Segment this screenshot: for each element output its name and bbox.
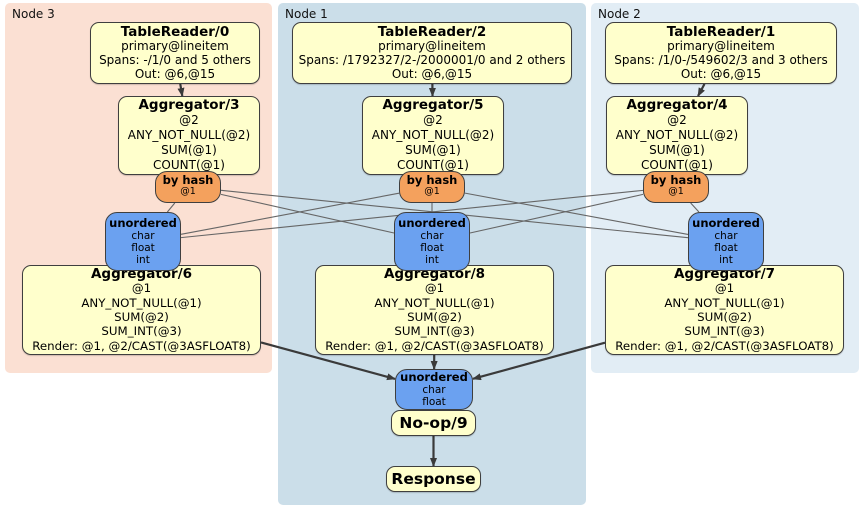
processor-detail: SUM(@1) — [649, 143, 705, 157]
processor-detail: SUM(@2) — [114, 310, 169, 324]
processor-detail: ANY_NOT_NULL(@1) — [81, 295, 202, 310]
processor-tablereader-1: TableReader/1 primary@lineitem Spans: /1… — [605, 22, 837, 84]
sync-unordered-node1: unordered char float int — [394, 212, 470, 271]
sync-column-type: float — [714, 242, 738, 254]
processor-detail: Out: @6,@15 — [391, 67, 473, 81]
sync-column-type: int — [425, 254, 439, 266]
processor-title: Response — [391, 469, 476, 488]
processor-detail: Spans: /1792327/2-/2000001/0 and 2 other… — [298, 53, 566, 67]
processor-detail: @1 — [131, 281, 152, 296]
region-node2-label: Node 2 — [598, 7, 641, 21]
router-by-hash-node3: by hash @1 — [155, 171, 221, 203]
processor-detail: ANY_NOT_NULL(@2) — [371, 128, 495, 142]
router-by-hash-node1: by hash @1 — [399, 171, 465, 203]
processor-title: TableReader/0 — [120, 24, 230, 40]
sync-column-type: char — [131, 230, 155, 242]
processor-detail: SUM(@1) — [405, 143, 461, 157]
processor-detail: primary@lineitem — [378, 39, 486, 53]
processor-tablereader-2: TableReader/2 primary@lineitem Spans: /1… — [292, 22, 572, 84]
processor-detail: @2 — [667, 113, 687, 127]
processor-detail: Spans: /1/0-/549602/3 and 3 others — [614, 53, 828, 67]
processor-aggregator-4: Aggregator/4 @2 ANY_NOT_NULL(@2) SUM(@1)… — [606, 96, 748, 175]
processor-detail: ANY_NOT_NULL(@1) — [664, 295, 785, 310]
processor-detail: SUM(@2) — [697, 310, 752, 324]
processor-detail: SUM(@1) — [161, 143, 217, 157]
processor-detail: COUNT(@1) — [641, 158, 713, 172]
processor-detail: @2 — [179, 113, 199, 127]
sync-column-type: float — [422, 396, 446, 408]
sync-column-type: char — [714, 230, 738, 242]
processor-noop-9: No-op/9 — [391, 410, 476, 436]
processor-detail: COUNT(@1) — [153, 158, 225, 172]
processor-response: Response — [386, 466, 481, 492]
processor-detail: @2 — [423, 113, 443, 127]
processor-detail: Render: @1, @2/CAST(@3ASFLOAT8) — [615, 338, 834, 353]
processor-aggregator-3: Aggregator/3 @2 ANY_NOT_NULL(@2) SUM(@1)… — [118, 96, 260, 175]
processor-detail: @1 — [714, 281, 735, 296]
processor-aggregator-7: Aggregator/7 @1 ANY_NOT_NULL(@1) SUM(@2)… — [605, 265, 844, 355]
processor-detail: Render: @1, @2/CAST(@3ASFLOAT8) — [32, 338, 251, 353]
sync-column-type: char — [422, 384, 446, 396]
processor-detail: primary@lineitem — [121, 39, 229, 53]
processor-aggregator-6: Aggregator/6 @1 ANY_NOT_NULL(@1) SUM(@2)… — [22, 265, 261, 355]
processor-detail: Spans: -/1/0 and 5 others — [99, 53, 251, 67]
sync-label: unordered — [109, 216, 177, 230]
sync-unordered-node2: unordered char float int — [688, 212, 764, 271]
sync-column-type: int — [136, 254, 150, 266]
router-key: @1 — [424, 186, 440, 197]
processor-tablereader-0: TableReader/0 primary@lineitem Spans: -/… — [90, 22, 260, 84]
processor-title: TableReader/2 — [377, 24, 487, 40]
processor-title: Aggregator/5 — [382, 97, 484, 113]
router-by-hash-node2: by hash @1 — [643, 171, 709, 203]
sync-column-type: float — [420, 242, 444, 254]
processor-detail: SUM_INT(@3) — [101, 324, 182, 339]
sync-label: unordered — [398, 216, 466, 230]
sync-unordered-final: unordered char float — [395, 369, 473, 410]
processor-title: Aggregator/3 — [138, 97, 240, 113]
sync-unordered-node3: unordered char float int — [105, 212, 181, 271]
processor-title: No-op/9 — [399, 413, 468, 432]
router-label: by hash — [650, 173, 702, 187]
processor-detail: Out: @6,@15 — [134, 67, 216, 81]
sync-column-type: char — [420, 230, 444, 242]
processor-detail: ANY_NOT_NULL(@2) — [127, 128, 251, 142]
router-key: @1 — [668, 186, 684, 197]
sync-label: unordered — [692, 216, 760, 230]
processor-aggregator-8: Aggregator/8 @1 ANY_NOT_NULL(@1) SUM(@2)… — [315, 265, 554, 355]
processor-detail: SUM(@2) — [407, 310, 462, 324]
region-node1-label: Node 1 — [285, 7, 328, 21]
sync-column-type: int — [719, 254, 733, 266]
processor-detail: COUNT(@1) — [397, 158, 469, 172]
router-key: @1 — [180, 186, 196, 197]
processor-detail: SUM_INT(@3) — [394, 324, 475, 339]
processor-detail: SUM_INT(@3) — [684, 324, 765, 339]
processor-detail: ANY_NOT_NULL(@2) — [615, 128, 739, 142]
processor-title: Aggregator/4 — [626, 97, 728, 113]
sync-column-type: float — [131, 242, 155, 254]
router-label: by hash — [162, 173, 214, 187]
processor-detail: ANY_NOT_NULL(@1) — [374, 295, 495, 310]
processor-title: TableReader/1 — [666, 24, 776, 40]
processor-detail: @1 — [424, 281, 445, 296]
processor-aggregator-5: Aggregator/5 @2 ANY_NOT_NULL(@2) SUM(@1)… — [362, 96, 504, 175]
router-label: by hash — [406, 173, 458, 187]
processor-detail: Render: @1, @2/CAST(@3ASFLOAT8) — [325, 338, 544, 353]
sync-label: unordered — [400, 370, 468, 384]
processor-detail: Out: @6,@15 — [680, 67, 762, 81]
region-node3-label: Node 3 — [12, 7, 55, 21]
processor-detail: primary@lineitem — [667, 39, 775, 53]
